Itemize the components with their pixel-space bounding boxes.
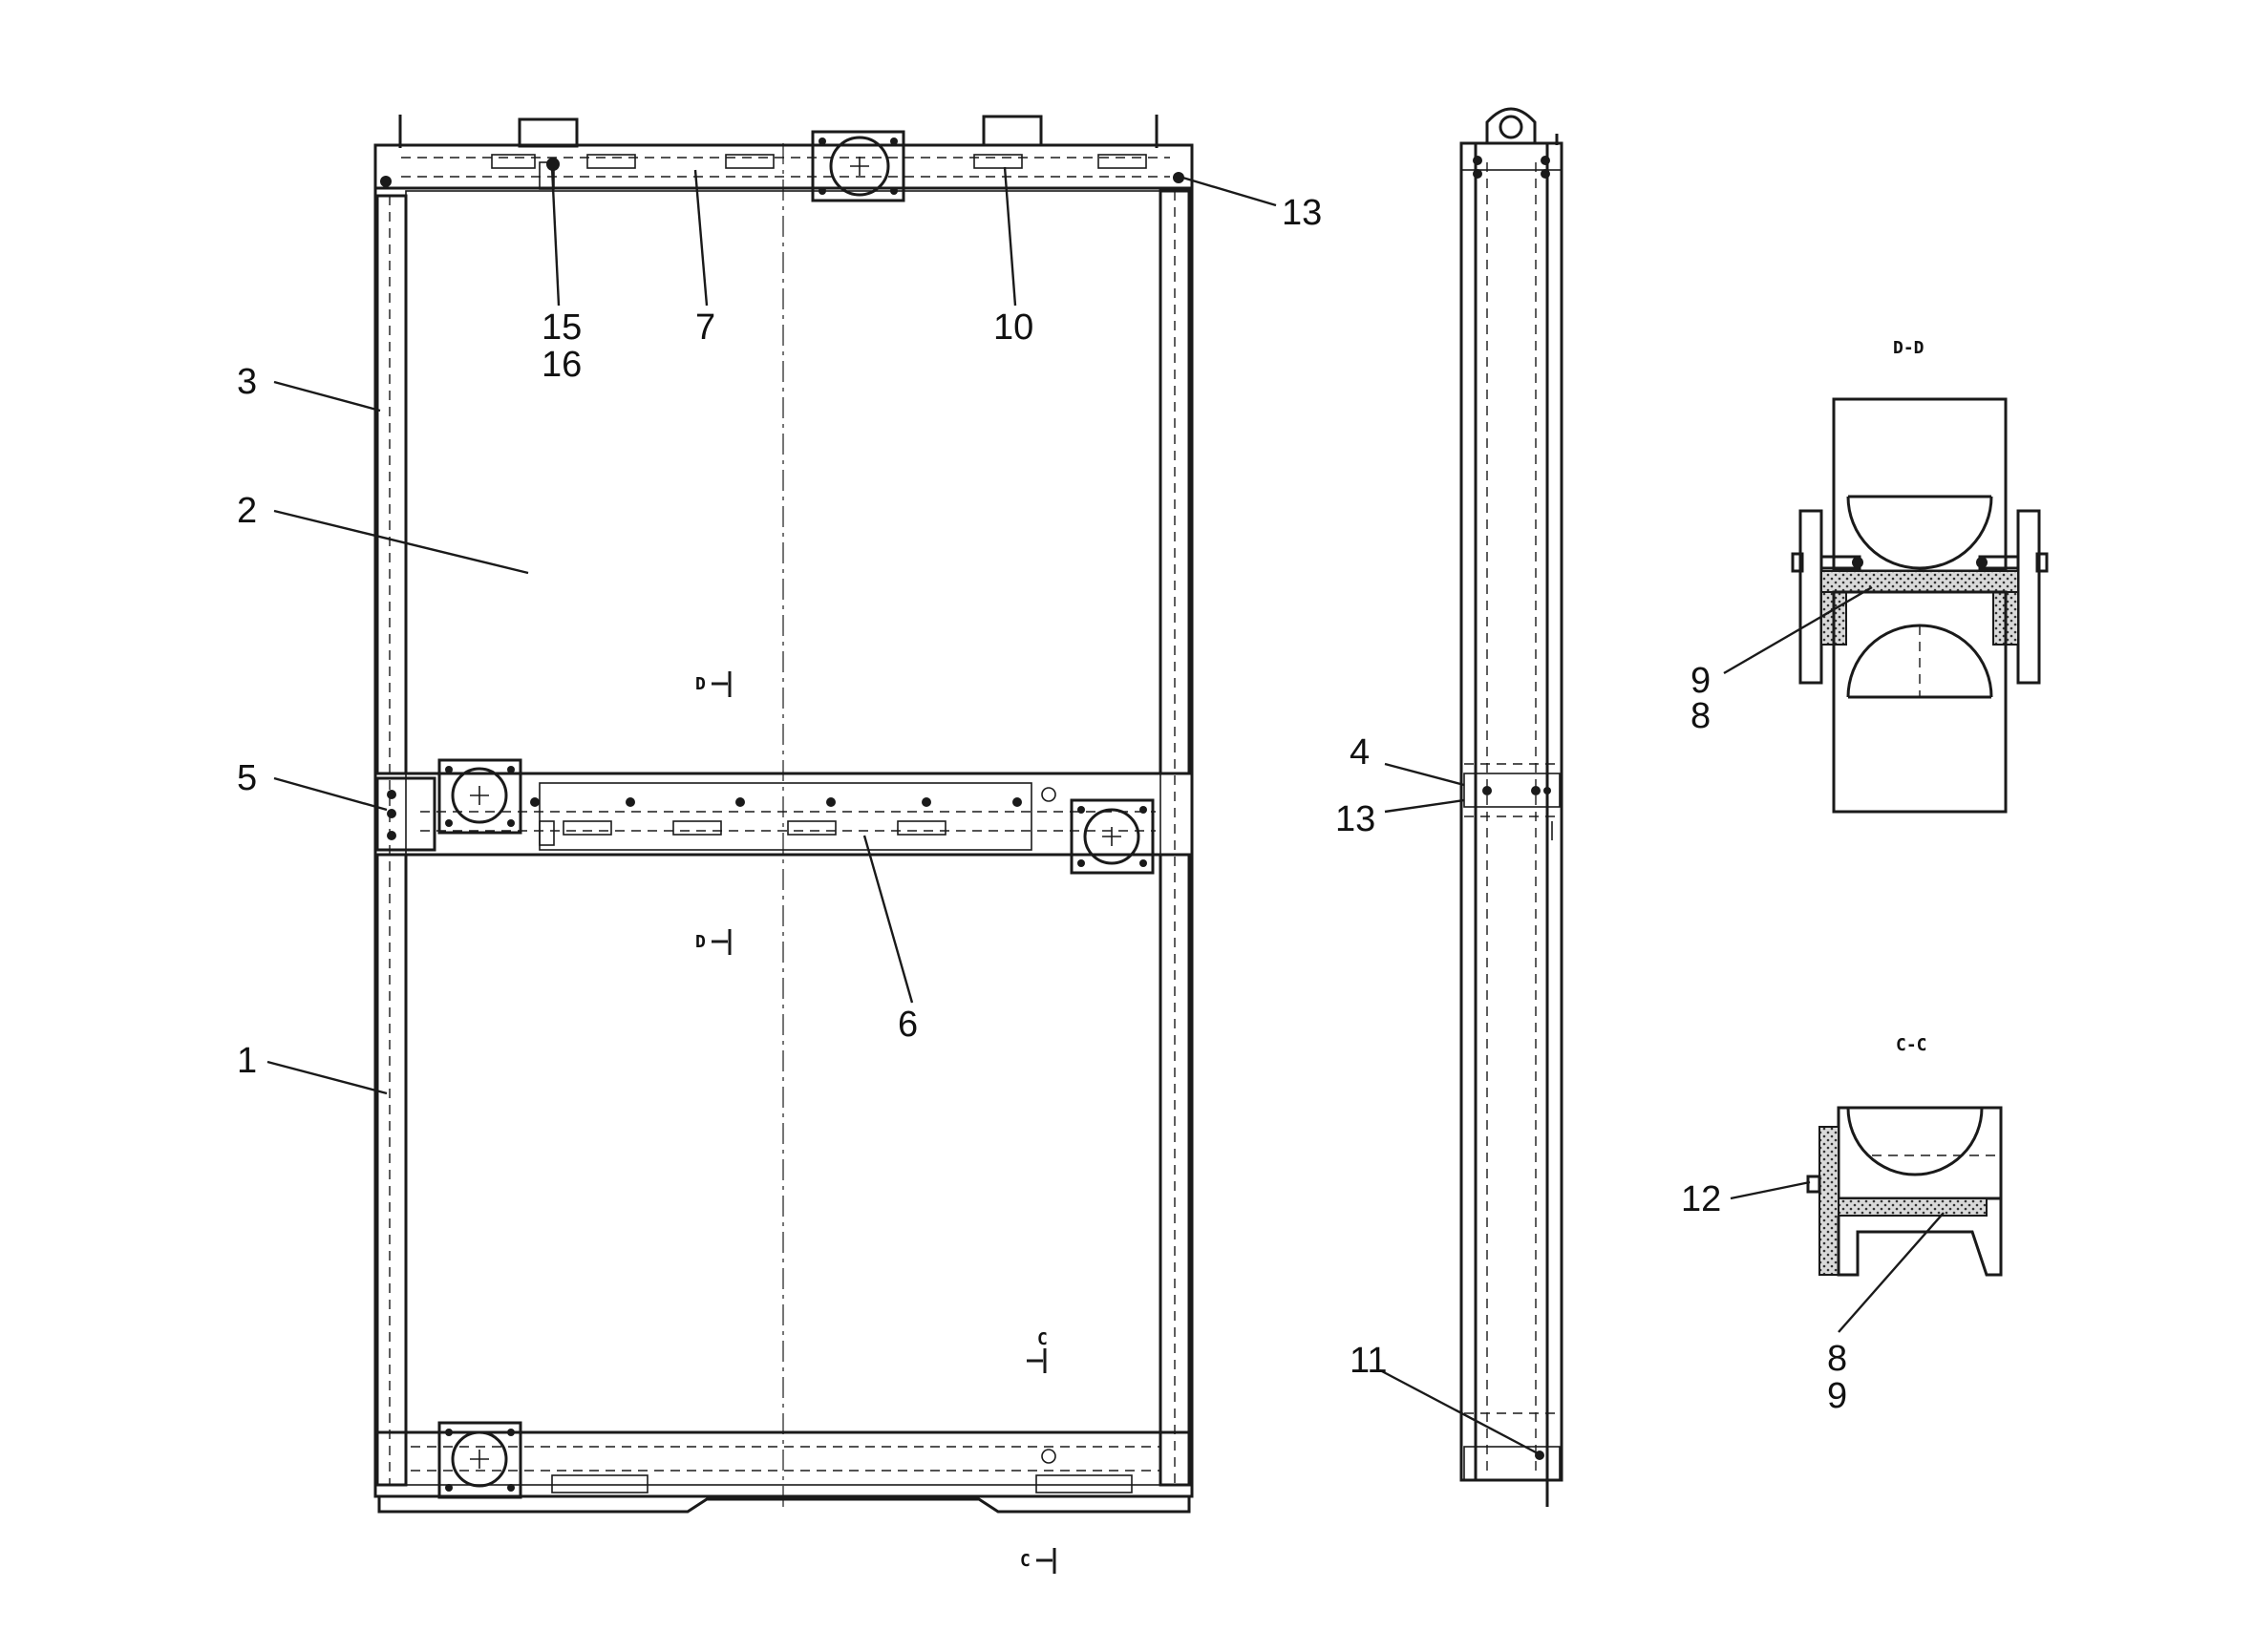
svg-text:C-C: C-C <box>1896 1035 1927 1055</box>
callout-16: 16 <box>542 345 582 385</box>
callout-9-dd: 9 <box>1690 661 1711 701</box>
callout-13-side: 13 <box>1335 799 1375 839</box>
svg-text:C: C <box>1037 1329 1048 1349</box>
callout-13-front: 13 <box>1282 193 1322 233</box>
svg-text:D: D <box>695 674 706 694</box>
section-marker-c-side: C <box>1027 1329 1048 1373</box>
callout-2: 2 <box>237 491 257 531</box>
callout-7: 7 <box>695 307 715 348</box>
callout-9-cc: 9 <box>1827 1376 1847 1416</box>
svg-text:C: C <box>1020 1551 1031 1571</box>
callout-6: 6 <box>898 1005 918 1045</box>
callouts: 3 2 5 1 15 16 7 10 13 6 4 13 11 9 8 12 8… <box>237 166 1945 1455</box>
section-d-d: D-D <box>1791 338 2049 814</box>
callout-5: 5 <box>237 758 257 798</box>
callout-8-dd: 8 <box>1690 696 1711 736</box>
section-marker-d-upper: D <box>695 671 732 697</box>
callout-4: 4 <box>1350 732 1370 773</box>
callout-11: 11 <box>1350 1341 1387 1381</box>
callout-1: 1 <box>237 1041 257 1081</box>
section-marker-c-bottom: C <box>1020 1548 1056 1574</box>
section-c-c: C-C <box>1806 1035 2003 1277</box>
callout-15: 15 <box>542 307 582 348</box>
callout-12: 12 <box>1681 1179 1721 1219</box>
callout-8-cc: 8 <box>1827 1339 1847 1379</box>
section-marker-d-lower: D <box>695 929 732 955</box>
front-view: D D C C <box>373 115 1194 1574</box>
svg-text:D: D <box>695 932 706 952</box>
callout-10: 10 <box>993 307 1033 348</box>
svg-text:D-D: D-D <box>1893 338 1924 358</box>
callout-3: 3 <box>237 362 257 402</box>
side-view <box>1459 107 1563 1507</box>
